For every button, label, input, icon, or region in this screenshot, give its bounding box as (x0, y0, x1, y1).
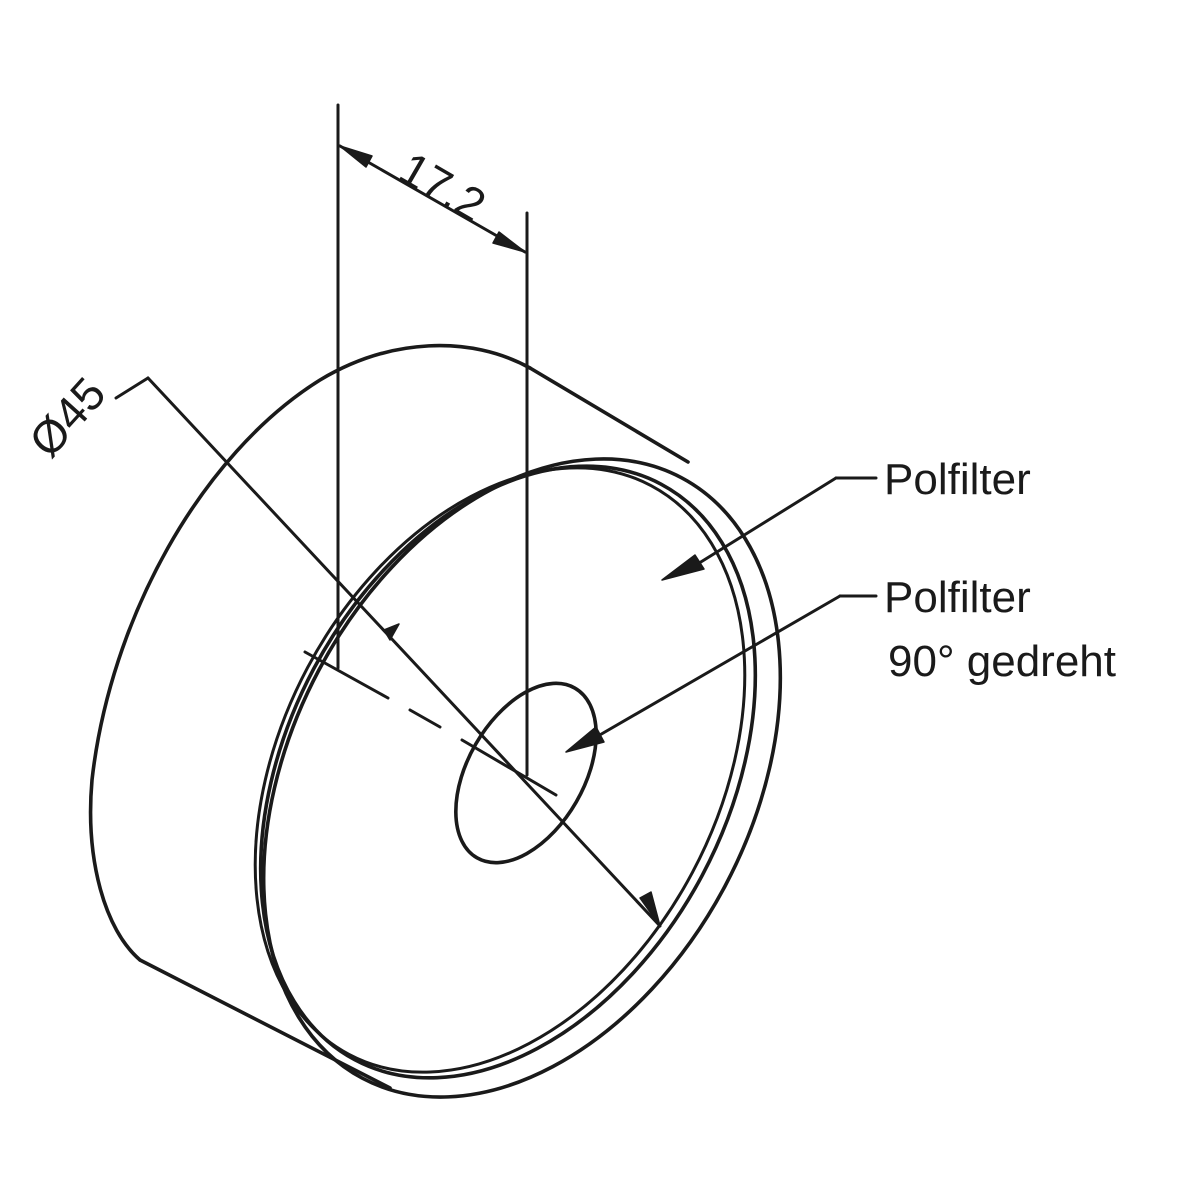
diameter-dimension-line (146, 376, 662, 928)
label-polfilter: Polfilter (884, 455, 1031, 504)
dim-arrow-left (339, 145, 373, 168)
leader-polfilter-diagonal (694, 476, 838, 567)
dim-line-thickness (338, 144, 527, 254)
front-rim-inner-ellipse (258, 464, 758, 1080)
dim-arrow-right (492, 231, 526, 253)
front-face-ellipse (261, 457, 783, 1099)
centerline-solid-2 (460, 738, 558, 797)
cylinder-top-edge (528, 366, 690, 464)
leader-polfilter-arrow (661, 554, 705, 581)
back-face-outline (88, 343, 532, 962)
thickness-dimension-label: 17.2 (391, 142, 495, 232)
label-inner-filter-line1: Polfilter (884, 573, 1031, 622)
leader-inner-filter-arrow (565, 726, 605, 753)
diameter-arrow-lower (639, 891, 661, 927)
diameter-arrow-upper (383, 623, 400, 641)
leader-inner-filter-diagonal (596, 594, 842, 738)
front-rim-ellipse-2 (253, 466, 747, 1074)
diameter-leader-horizontal (114, 376, 150, 400)
centerline-dash (408, 708, 442, 729)
cylinder-bottom-edge (138, 958, 392, 1090)
centerline-solid-1 (303, 650, 390, 700)
diameter-dimension-label: Ø45 (19, 367, 116, 466)
inner-filter-ellipse (454, 681, 598, 865)
label-inner-filter-line2: 90° gedreht (888, 637, 1116, 686)
